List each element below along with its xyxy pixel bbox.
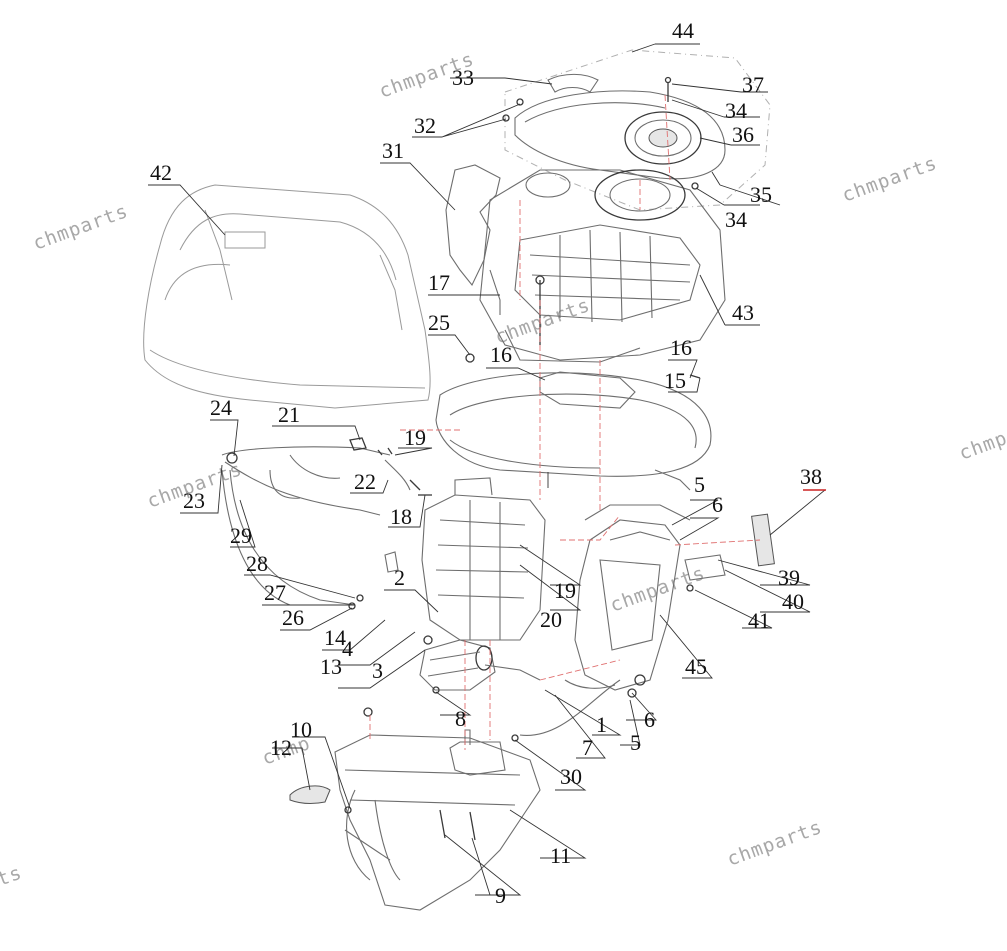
callout-12: 12 bbox=[270, 735, 292, 760]
gearcase bbox=[289, 707, 541, 911]
callout-13: 13 bbox=[320, 654, 342, 679]
callout-5-upper: 5 bbox=[694, 472, 705, 497]
watermark: chmparts bbox=[30, 200, 131, 255]
midsection bbox=[384, 477, 546, 641]
watermark: ts bbox=[0, 862, 25, 891]
callout-45: 45 bbox=[685, 654, 707, 679]
callout-43: 43 bbox=[732, 300, 754, 325]
callout-35: 35 bbox=[750, 182, 772, 207]
watermark: chmp bbox=[956, 427, 1007, 465]
timing-belt-cover bbox=[445, 164, 501, 287]
callout-7: 7 bbox=[582, 735, 593, 760]
callout-8: 8 bbox=[455, 706, 466, 731]
callout-10: 10 bbox=[290, 717, 312, 742]
leader-lines bbox=[148, 43, 827, 896]
watermark: chmparts bbox=[724, 816, 825, 871]
callout-37: 37 bbox=[742, 72, 764, 97]
callout-22: 22 bbox=[354, 469, 376, 494]
callout-32: 32 bbox=[414, 113, 436, 138]
callout-26: 26 bbox=[282, 605, 304, 630]
callout-39: 39 bbox=[778, 565, 800, 590]
watermark: chmparts bbox=[492, 294, 593, 349]
callout-4: 4 bbox=[342, 636, 353, 661]
callout-34-lower: 34 bbox=[725, 207, 747, 232]
bottom-cowling bbox=[435, 353, 712, 491]
callout-6-upper: 6 bbox=[712, 492, 723, 517]
callout-44: 44 bbox=[672, 18, 694, 43]
callout-5-lower: 5 bbox=[630, 730, 641, 755]
callout-17: 17 bbox=[428, 270, 450, 295]
callout-3: 3 bbox=[372, 658, 383, 683]
flywheel-cover bbox=[502, 73, 726, 190]
callout-24: 24 bbox=[210, 395, 232, 420]
callout-15: 15 bbox=[664, 368, 686, 393]
swivel-bracket bbox=[564, 504, 775, 698]
callout-34: 34 bbox=[725, 98, 747, 123]
callout-19-lower: 19 bbox=[554, 578, 576, 603]
callout-labels: 44 33 37 34 32 36 31 42 35 34 17 43 25 1… bbox=[150, 18, 822, 908]
callout-31: 31 bbox=[382, 138, 404, 163]
callout-41: 41 bbox=[748, 608, 770, 633]
callout-11: 11 bbox=[550, 843, 571, 868]
callout-16-left: 16 bbox=[490, 342, 512, 367]
alignment-lines bbox=[369, 94, 761, 750]
callout-16-right: 16 bbox=[670, 335, 692, 360]
callout-2: 2 bbox=[394, 565, 405, 590]
callout-28: 28 bbox=[246, 551, 268, 576]
callout-42: 42 bbox=[150, 160, 172, 185]
callout-19-upper: 19 bbox=[404, 425, 426, 450]
engine-block bbox=[479, 169, 726, 363]
callout-33: 33 bbox=[452, 65, 474, 90]
callout-14: 14 bbox=[324, 625, 346, 650]
watermark: chmparts bbox=[839, 152, 940, 207]
callout-21: 21 bbox=[278, 402, 300, 427]
callout-36: 36 bbox=[732, 122, 754, 147]
steering-handle-assembly bbox=[221, 437, 411, 610]
flywheel-cover-assembly-boundary bbox=[504, 49, 771, 211]
starter-motor bbox=[419, 635, 621, 736]
callout-25: 25 bbox=[428, 310, 450, 335]
callout-9: 9 bbox=[495, 883, 506, 908]
callout-27: 27 bbox=[264, 580, 286, 605]
callout-40: 40 bbox=[782, 589, 804, 614]
callout-23: 23 bbox=[183, 488, 205, 513]
callout-18: 18 bbox=[390, 504, 412, 529]
callout-20: 20 bbox=[540, 607, 562, 632]
top-cowling bbox=[143, 184, 431, 409]
callout-30: 30 bbox=[560, 764, 582, 789]
callout-29: 29 bbox=[230, 523, 252, 548]
callout-6-lower: 6 bbox=[644, 707, 655, 732]
callout-1: 1 bbox=[596, 712, 607, 737]
callout-38: 38 bbox=[800, 464, 822, 489]
